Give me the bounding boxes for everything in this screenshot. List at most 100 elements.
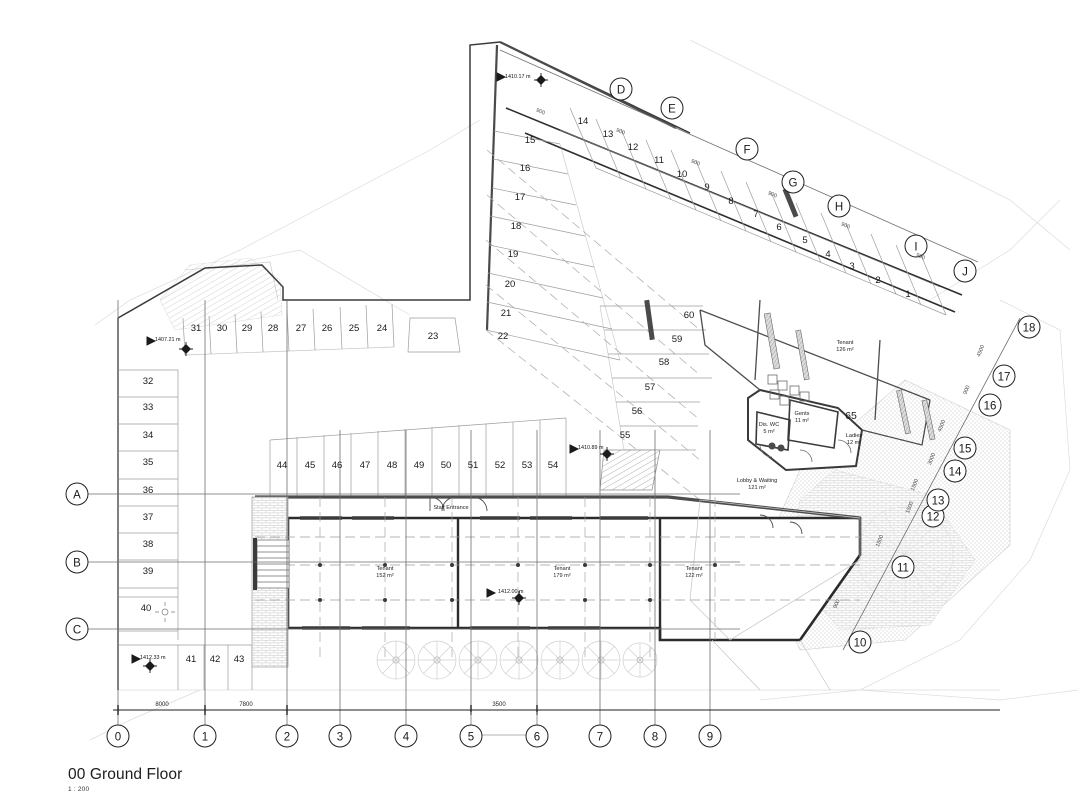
grid-bubble-circle [943,459,967,483]
grid-bubble-E[interactable]: E [660,96,684,120]
grid-bubble-circle [978,393,1002,417]
grid-bubble-7[interactable]: 7 [588,724,612,748]
room-area-label: 126 m² [836,347,854,353]
title-block: 00 Ground Floor 1 : 200 [68,766,182,793]
parking-bay-number: 9 [704,182,709,193]
parking-bay-number: 44 [277,460,288,471]
grid-bubble-circle [698,724,722,748]
grid-bubble-circle [65,617,89,641]
upper-building-envelope [485,41,677,331]
dimension-label-right: 900 [963,385,972,396]
grid-bubble-0[interactable]: 0 [106,724,130,748]
grid-bubble-11[interactable]: 11 [891,555,915,579]
parking-bay-number: 13 [603,129,614,140]
grid-bubble-B[interactable]: B [65,550,89,574]
room-name-label: Ladies [846,433,863,439]
dimension-label-top: 900 [690,159,701,168]
grid-bubble-circle [459,724,483,748]
room-name-label: Tenant [686,566,703,572]
parking-bay-number: 43 [234,654,245,665]
parking-dividers-left-diagonal [485,130,621,361]
grid-bubble-3[interactable]: 3 [328,724,352,748]
level-marker-label: 1412.00 m [498,589,524,595]
room-name-label: Gents [795,411,810,417]
grid-bubble-18[interactable]: 18 [1017,315,1041,339]
grid-bubble-6[interactable]: 6 [525,724,549,748]
dimension-label: 8000 [155,702,169,708]
parking-dividers-right-diagonal [599,305,712,451]
grid-bubble-circle [65,550,89,574]
grid-bubble-13[interactable]: 13 [926,488,950,512]
structural-columns [318,563,717,602]
parking-bay-number: 8 [728,196,733,207]
parking-bay-number: 2 [875,275,880,286]
grid-bubble-A[interactable]: A [65,482,89,506]
parking-aisle-dashed [485,149,701,501]
grid-bubble-label: 8 [652,731,658,743]
room-area-label: 152 m² [376,573,394,579]
room-area-label: 5 m² [763,429,774,435]
grid-bubble-5[interactable]: 5 [459,724,483,748]
parking-bay-number: 18 [511,221,522,232]
grid-bubble-17[interactable]: 17 [992,364,1016,388]
grid-bubble-label: F [743,144,750,156]
grid-bubble-label: 12 [927,511,940,523]
page-title: 00 Ground Floor [68,766,183,783]
dimension-label-top: 900 [767,191,778,200]
parking-bay-number: 6 [776,222,781,233]
grid-bubble-14[interactable]: 14 [943,459,967,483]
grid-lines [88,49,1021,726]
room-name-label: Dis. WC [759,422,780,428]
grid-bubble-C[interactable]: C [65,617,89,641]
parking-bay-number: 3 [849,261,854,272]
room-area-label: 11 m² [795,418,809,424]
grid-bubble-4[interactable]: 4 [394,724,418,748]
level-marker-label: 1407.21 m [155,337,181,343]
dimension-label-right: 900 [833,599,842,610]
parking-bay-number: 10 [677,169,688,180]
grid-bubble-circle [1017,315,1041,339]
level-marker-symbols [131,72,614,673]
grid-bubble-label: 7 [597,731,603,743]
grid-bubbles-top: D E F G H I J [609,77,977,283]
grid-bubble-I[interactable]: I [904,234,928,258]
grid-bubble-8[interactable]: 8 [643,724,667,748]
parking-bay-number: 24 [377,323,388,334]
grid-bubble-label: 16 [984,400,997,412]
grid-bubble-F[interactable]: F [735,137,759,161]
parking-bay-number: 35 [143,457,154,468]
grid-bubble-10[interactable]: 10 [848,630,872,654]
level-marker-label: 1410.17 m [505,74,531,80]
grid-bubble-D[interactable]: D [609,77,633,101]
grid-bubble-J[interactable]: J [953,259,977,283]
small-dimension-labels: 9001500150015003000450090045009009009009… [535,108,986,610]
parking-bay-number: 55 [620,430,631,441]
room-name-label: Tenant [837,340,854,346]
grid-bubble-16[interactable]: 16 [978,393,1002,417]
grid-bubble-circle [394,724,418,748]
grid-bubble-label: G [789,177,798,189]
parking-bay-number: 46 [332,460,343,471]
level-marker-label: 1410.89 m [578,445,604,451]
parking-dividers-upper-row [182,303,461,356]
grid-bubble-9[interactable]: 9 [698,724,722,748]
grid-bubble-circle [827,194,851,218]
grid-bubble-circle [525,724,549,748]
grid-bubble-1[interactable]: 1 [193,724,217,748]
parking-bay-number: 19 [508,249,519,260]
grid-bubble-2[interactable]: 2 [275,724,299,748]
grid-bubble-G[interactable]: G [781,170,805,194]
parking-dividers-middle-row [269,417,567,497]
grid-bubble-circle [193,724,217,748]
parking-bay-number: 56 [632,406,643,417]
grid-bubble-15[interactable]: 15 [953,436,977,460]
parking-bay-number: 26 [322,323,333,334]
grid-bubble-H[interactable]: H [827,194,851,218]
dimension-label-top: 900 [840,222,851,231]
parking-bay-number: 40 [141,603,152,614]
room-area-label: 122 m² [685,573,703,579]
